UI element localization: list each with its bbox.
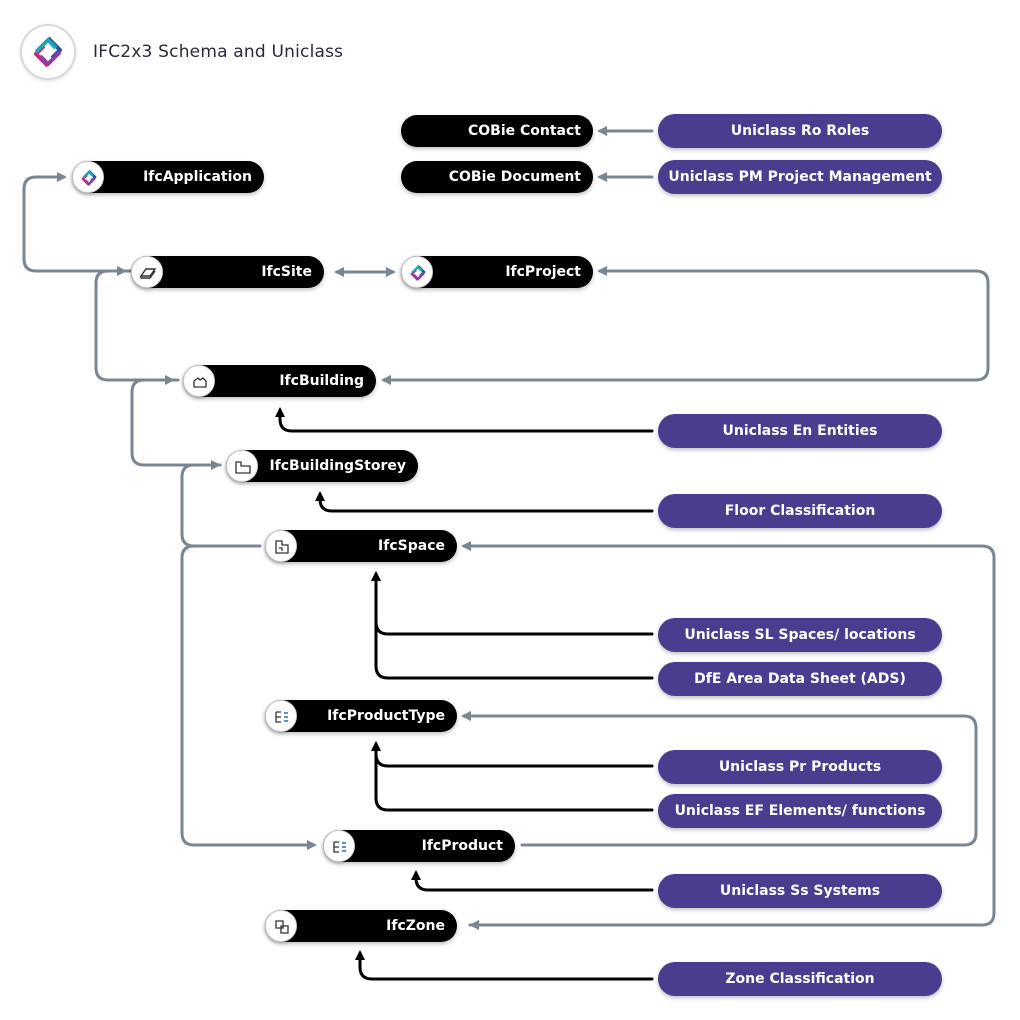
- ifc-logo-icon: [20, 24, 76, 80]
- ifc-building-storey-node: IfcBuildingStorey: [226, 450, 418, 482]
- dfe-ads-node: DfE Area Data Sheet (ADS): [658, 662, 942, 696]
- node-label: IfcSpace: [378, 538, 445, 554]
- arrow-floor-to-storey: [315, 491, 654, 513]
- node-label: COBie Contact: [467, 123, 581, 139]
- building-icon: [183, 365, 215, 397]
- storey-icon: [226, 450, 258, 482]
- node-label: IfcSite: [261, 264, 312, 280]
- arrow-ef-to-producttype: [371, 741, 654, 812]
- site-icon: [131, 256, 163, 288]
- uniclass-ef-elements-node: Uniclass EF Elements/ functions: [658, 794, 942, 828]
- product-list-icon: [265, 700, 297, 732]
- arrow-pr-to-producttype: [371, 741, 654, 768]
- uniclass-pr-products-node: Uniclass Pr Products: [658, 750, 942, 784]
- node-label: IfcProductType: [327, 708, 445, 724]
- ifc-logo-icon: [72, 161, 104, 193]
- node-label: IfcBuilding: [279, 373, 364, 389]
- arrow-site-to-application: [22, 172, 132, 273]
- ifc-site-node: IfcSite: [131, 256, 324, 288]
- ifc-application-node: IfcApplication: [72, 161, 264, 193]
- ifc-zone-node: IfcZone: [265, 910, 457, 942]
- zone-classification-node: Zone Classification: [658, 962, 942, 996]
- arrow-building-to-site: [94, 266, 180, 382]
- uniclass-pm-node: Uniclass PM Project Management: [658, 160, 942, 194]
- ifc-project-node: IfcProject: [401, 256, 593, 288]
- node-label: IfcBuildingStorey: [269, 458, 406, 474]
- arrow-en-to-building: [275, 407, 654, 433]
- arrow-sl-to-space: [371, 571, 654, 636]
- uniclass-ro-roles-node: Uniclass Ro Roles: [658, 114, 942, 148]
- node-label: IfcZone: [386, 918, 445, 934]
- uniclass-ss-systems-node: Uniclass Ss Systems: [658, 874, 942, 908]
- arrow-building-to-project: [597, 266, 990, 382]
- ifc-space-node: IfcSpace: [265, 530, 457, 562]
- arrow-zone-class-to-zone: [355, 950, 654, 981]
- arrow-zone-to-space: [461, 541, 996, 927]
- node-label: IfcProject: [505, 264, 581, 280]
- uniclass-en-entities-node: Uniclass En Entities: [658, 414, 942, 448]
- node-label: IfcProduct: [421, 838, 503, 854]
- ifc-product-node: IfcProduct: [323, 830, 515, 862]
- ifc-building-node: IfcBuilding: [183, 365, 376, 397]
- ifc-logo-icon: [401, 256, 433, 288]
- arrow-storey-to-building: [130, 375, 222, 467]
- uniclass-sl-spaces-node: Uniclass SL Spaces/ locations: [658, 618, 942, 652]
- cobie-contact-node: COBie Contact: [401, 115, 593, 147]
- space-icon: [265, 530, 297, 562]
- arrow-product-to-producttype: [461, 711, 978, 847]
- cobie-document-node: COBie Document: [401, 161, 593, 193]
- arrow-product-to-space: [180, 544, 317, 850]
- page-title: IFC2x3 Schema and Uniclass: [93, 42, 344, 62]
- floor-classification-node: Floor Classification: [658, 494, 942, 528]
- product-list-icon: [323, 830, 355, 862]
- zone-icon: [265, 910, 297, 942]
- node-label: IfcApplication: [143, 169, 252, 185]
- arrow-ss-to-product: [411, 870, 654, 892]
- node-label: COBie Document: [448, 169, 581, 185]
- ifc-product-type-node: IfcProductType: [265, 700, 457, 732]
- arrow-ads-to-space: [371, 571, 654, 680]
